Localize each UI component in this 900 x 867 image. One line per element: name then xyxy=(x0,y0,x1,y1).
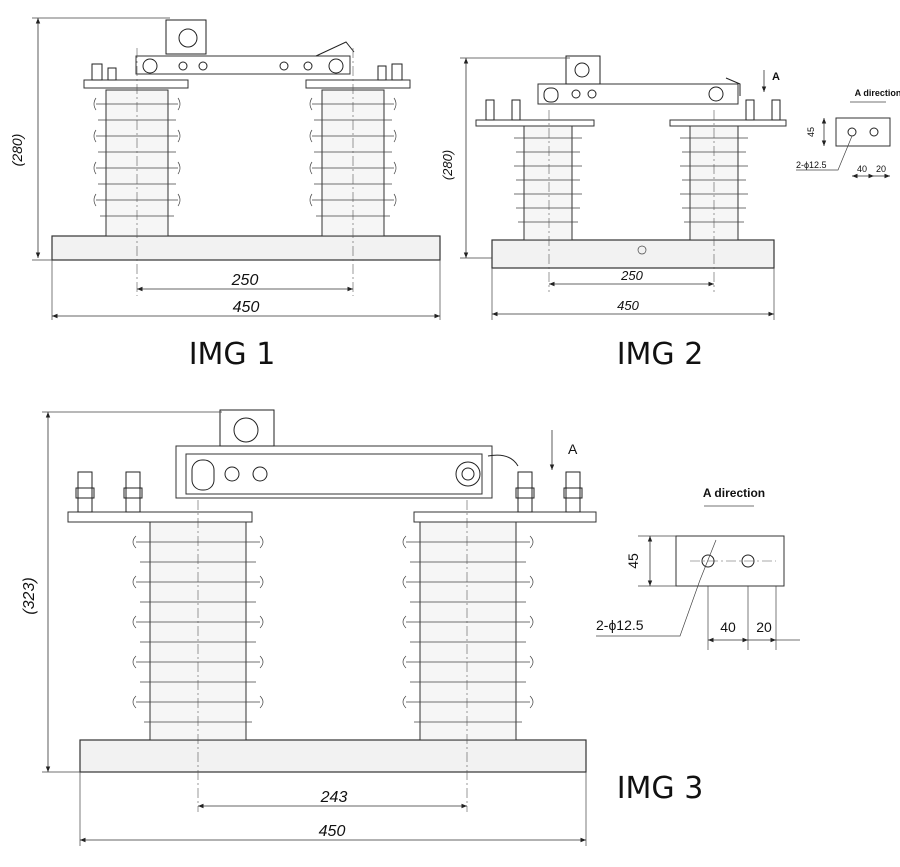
img2-detail-a-direction: A direction 45 2-ϕ12.5 40 20 xyxy=(796,88,900,179)
img3-detail-height: 45 xyxy=(625,553,641,569)
img1-height-dim-label: (280) xyxy=(9,134,25,167)
img3-centerlines xyxy=(197,500,468,812)
img3-switch-blade xyxy=(175,409,519,499)
img3-pitch-dim-label: 243 xyxy=(320,789,348,806)
img3-terminal-plate-right xyxy=(413,511,597,523)
img2-arrow-a-label: A xyxy=(772,71,780,83)
img1-terminal-plate-left xyxy=(83,79,189,89)
img1-base xyxy=(51,235,441,261)
img3-insulator-right xyxy=(402,521,534,741)
img2-bolts xyxy=(485,99,781,121)
img3-height-dim-label: (323) xyxy=(21,577,38,614)
img1-width-dim-label: 450 xyxy=(233,299,260,316)
img3-terminal-plate-left xyxy=(67,511,253,523)
img2-detail-hole: 2-ϕ12.5 xyxy=(796,160,827,170)
img2-insulator-left xyxy=(514,125,582,241)
img2-centerlines xyxy=(548,110,715,292)
img3-drawing: A (323) 243 450 A direction 45 2-ϕ12.5 xyxy=(21,409,800,846)
img1-bolts xyxy=(91,63,403,81)
img3-arrow-a-label: A xyxy=(568,441,578,457)
img2-terminal-plate-left xyxy=(475,119,595,127)
img2-base xyxy=(491,239,775,269)
img2-detail-title: A direction xyxy=(855,88,900,98)
img3-detail-dim-a: 40 xyxy=(720,619,736,635)
img3-caption: IMG 3 xyxy=(617,771,704,806)
img1-pitch-dim-label: 250 xyxy=(231,272,259,289)
img2-pitch-dim-label: 250 xyxy=(620,268,643,283)
img3-width-dim-label: 450 xyxy=(319,823,346,840)
img2-detail-plate xyxy=(835,117,891,147)
img2-drawing: A (280) 250 450 A direction 45 2-ϕ12.5 4… xyxy=(440,55,900,372)
img2-detail-height: 45 xyxy=(806,127,816,137)
img2-switch-blade xyxy=(537,55,741,105)
img2-caption: IMG 2 xyxy=(617,337,704,372)
img3-detail-hole: 2-ϕ12.5 xyxy=(596,617,644,633)
img2-detail-dim-b: 20 xyxy=(876,164,886,174)
img2-width-dim-label: 450 xyxy=(617,298,639,313)
img3-detail-dim-b: 20 xyxy=(756,619,772,635)
img2-terminal-plate-right xyxy=(669,119,787,127)
img1-caption: IMG 1 xyxy=(189,337,276,372)
img2-detail-dim-a: 40 xyxy=(857,164,867,174)
img3-base xyxy=(79,739,587,773)
img2-height-dim-label: (280) xyxy=(440,150,455,180)
img1-terminal-plate-right xyxy=(305,79,411,89)
img1-switch-blade xyxy=(135,19,355,75)
img3-bolts xyxy=(75,471,583,513)
img3-detail-a-direction: A direction 45 2-ϕ12.5 40 20 xyxy=(596,486,800,650)
img3-detail-title: A direction xyxy=(703,486,765,500)
img1-centerlines xyxy=(136,48,354,296)
img1-drawing: (280) 250 450 IMG 1 xyxy=(9,17,441,372)
